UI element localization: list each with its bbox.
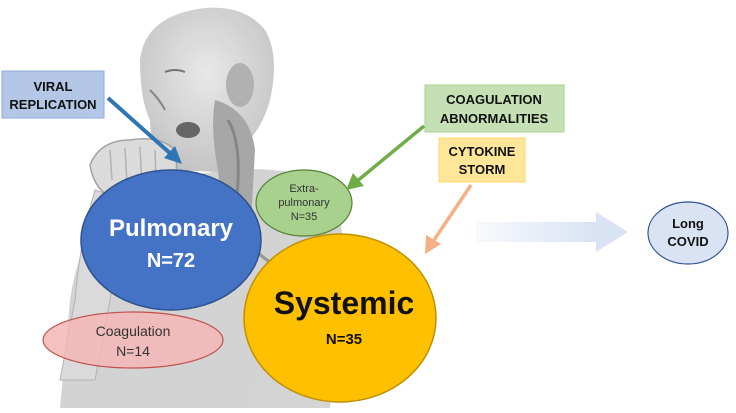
coagulation-abnormalities-line2: ABNORMALITIES [440,111,549,126]
coagulation-node: Coagulation N=14 [42,311,224,369]
coagulation-abnormalities-box: COAGULATION ABNORMALITIES [424,84,565,133]
viral-replication-line1: VIRAL [34,79,73,94]
extra-pulmonary-label-line2: pulmonary [278,197,330,209]
cytokine-storm-line1: CYTOKINE [449,144,516,159]
systemic-label: Systemic [274,285,415,321]
cytokine-storm-line2: STORM [459,162,506,177]
long-covid-node: Long COVID [647,201,729,265]
systemic-node: Systemic N=35 [243,233,437,403]
coagulation-count: N=14 [116,343,150,359]
coagulation-abnormalities-arrow [346,124,426,190]
long-covid-line2: COVID [667,234,708,249]
extra-pulmonary-count: N=35 [291,211,318,223]
viral-replication-line2: REPLICATION [9,97,96,112]
progress-arrow [476,212,628,252]
systemic-count: N=35 [326,331,362,348]
cytokine-storm-box: CYTOKINE STORM [438,137,526,183]
cytokine-storm-arrow [425,184,473,254]
extra-pulmonary-label-line1: Extra- [289,183,319,195]
extra-pulmonary-node: Extra- pulmonary N=35 [255,169,353,237]
pulmonary-label: Pulmonary [109,215,234,242]
long-covid-line1: Long [672,216,704,231]
viral-replication-box: VIRAL REPLICATION [1,70,105,119]
coagulation-label: Coagulation [96,323,171,339]
coagulation-abnormalities-line1: COAGULATION [446,92,542,107]
viral-replication-arrow [106,96,182,164]
pulmonary-count: N=72 [147,250,195,272]
pulmonary-node: Pulmonary N=72 [80,169,262,311]
